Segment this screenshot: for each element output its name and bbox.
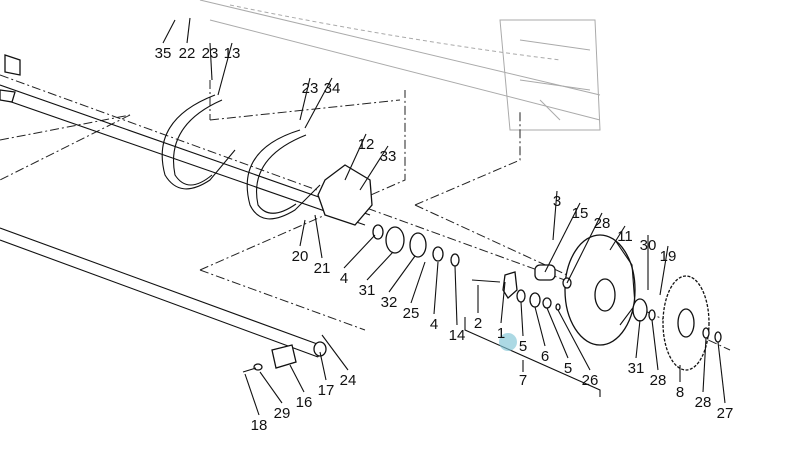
- spider-plate: [317, 164, 373, 226]
- leader-line-6: [534, 306, 546, 347]
- leader-line-27: [717, 341, 726, 404]
- leader-line-14: [454, 265, 458, 326]
- leader-lines: [162, 17, 726, 416]
- leader-line-17: [319, 351, 327, 381]
- callout-28: 28: [650, 372, 667, 389]
- small-parts: [471, 271, 561, 311]
- callout-8: 8: [676, 384, 684, 401]
- leader-line-23: [299, 77, 311, 121]
- leader-line-18: [244, 373, 260, 416]
- leader-line-25: [410, 261, 426, 304]
- callout-13: 13: [224, 45, 241, 62]
- callout-25: 25: [403, 305, 420, 322]
- bearings: [372, 224, 460, 267]
- callout-2: 2: [474, 315, 482, 332]
- callout-20: 20: [292, 248, 309, 265]
- cursor-indicator: [499, 333, 517, 351]
- leader-line-3: [552, 190, 558, 241]
- callout-35: 35: [155, 45, 172, 62]
- leader-line-15: [544, 202, 581, 273]
- callout-31: 31: [359, 282, 376, 299]
- callout-5: 5: [564, 360, 572, 377]
- callout-26: 26: [582, 372, 599, 389]
- callout-23: 23: [202, 45, 219, 62]
- leader-line-31: [366, 251, 394, 281]
- callout-24: 24: [340, 372, 357, 389]
- lower-left-parts: [242, 344, 297, 373]
- callout-17: 17: [318, 382, 335, 399]
- callout-21: 21: [314, 260, 331, 277]
- callout-22: 22: [179, 45, 196, 62]
- callout-7: 7: [519, 372, 527, 389]
- callout-28: 28: [695, 394, 712, 411]
- leader-line-28: [651, 319, 659, 371]
- callout-4: 4: [340, 270, 348, 287]
- callout-12: 12: [358, 136, 375, 153]
- leader-line-32: [388, 255, 416, 293]
- callout-6: 6: [541, 348, 549, 365]
- leader-line-4: [433, 261, 439, 315]
- sprocket: [632, 275, 722, 371]
- callout-15: 15: [572, 205, 589, 222]
- callout-4: 4: [430, 316, 438, 333]
- callout-23: 23: [302, 80, 319, 97]
- leader-line-4: [343, 234, 376, 269]
- leader-line-1: [500, 281, 506, 324]
- tine-bar: [0, 227, 327, 358]
- callout-33: 33: [380, 148, 397, 165]
- leader-line-16: [289, 364, 305, 393]
- leader-line-11: [609, 225, 626, 251]
- callout-16: 16: [296, 394, 313, 411]
- callout-31: 31: [628, 360, 645, 377]
- leader-line-35: [162, 19, 176, 44]
- callout-28: 28: [594, 215, 611, 232]
- leader-line-23: [209, 42, 213, 81]
- leader-line-29: [259, 371, 283, 404]
- callout-18: 18: [251, 417, 268, 434]
- leader-line-24: [321, 334, 349, 371]
- leader-line-28: [702, 337, 707, 393]
- callout-29: 29: [274, 405, 291, 422]
- leader-line-21: [314, 214, 323, 259]
- leader-line-34: [304, 77, 333, 129]
- callout-1: 1: [497, 325, 505, 342]
- assembly-bracket-7: [464, 317, 601, 397]
- callout-30: 30: [640, 237, 657, 254]
- leader-line-31: [635, 319, 641, 359]
- callout-32: 32: [381, 294, 398, 311]
- callout-11: 11: [617, 228, 633, 245]
- leader-line-28: [566, 212, 603, 284]
- callout-5: 5: [519, 338, 527, 355]
- spring-tines: [161, 94, 321, 220]
- callout-14: 14: [449, 327, 466, 344]
- leader-line-26: [557, 309, 591, 371]
- callout-27: 27: [717, 405, 734, 422]
- leader-line-20: [299, 219, 306, 247]
- leader-line-33: [359, 145, 389, 191]
- leader-line-5: [520, 301, 524, 337]
- callout-3: 3: [553, 193, 561, 210]
- callout-34: 34: [324, 80, 341, 97]
- leader-line-12: [344, 133, 367, 181]
- leader-line-19: [659, 245, 669, 296]
- main-shaft: [0, 54, 371, 226]
- leader-line-22: [186, 17, 191, 44]
- leader-line-5: [546, 307, 569, 359]
- drive-drum: [534, 234, 636, 346]
- callout-19: 19: [660, 248, 677, 265]
- leader-line-13: [217, 42, 233, 96]
- frame-chain-background: [199, 0, 601, 131]
